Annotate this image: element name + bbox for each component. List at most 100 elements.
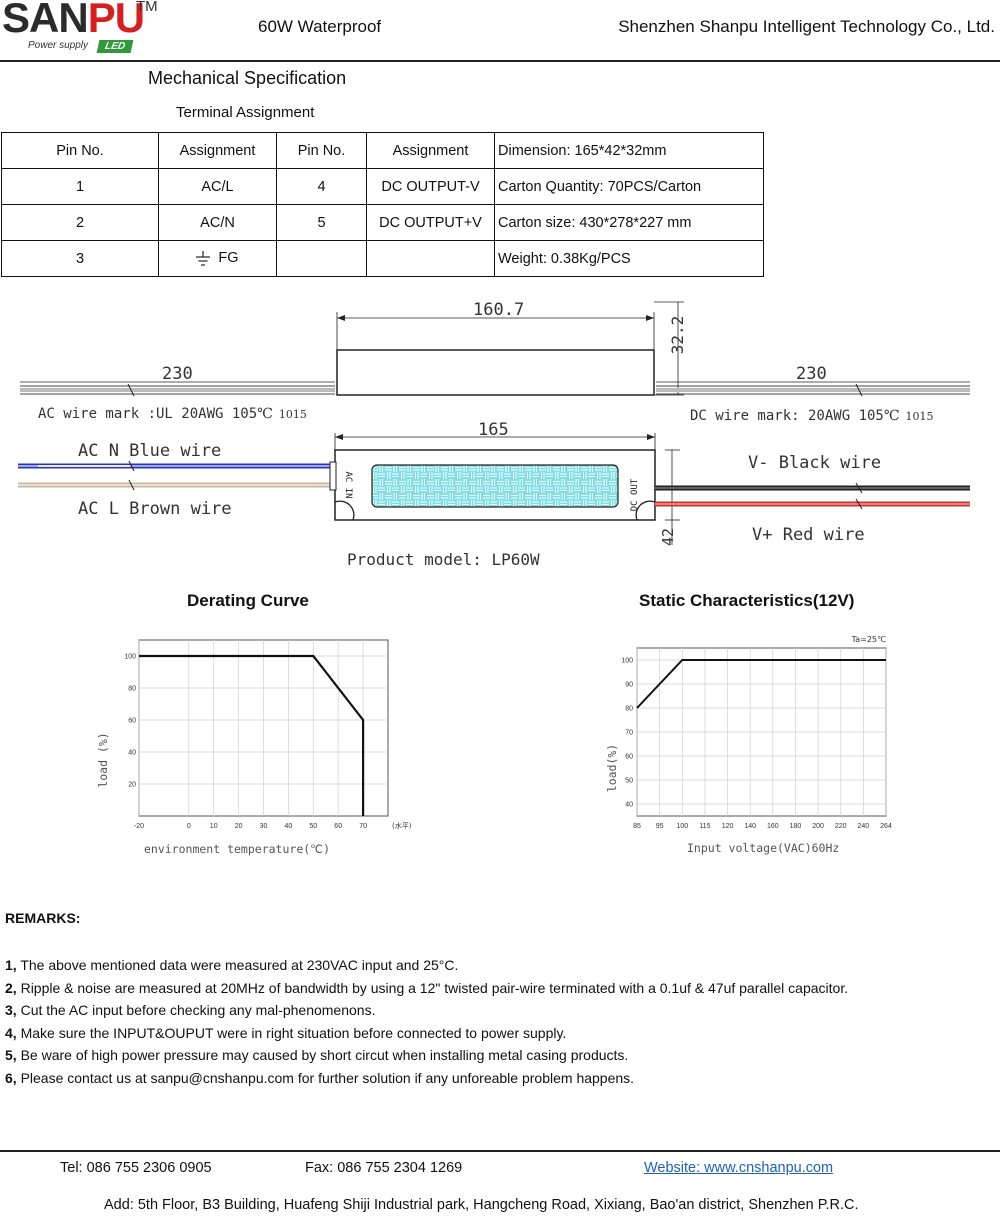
logo-wordmark: SANPU	[2, 0, 145, 41]
x-tick-label: 160	[767, 823, 779, 830]
header-divider	[0, 60, 1000, 62]
y-tick-label: 40	[625, 802, 633, 809]
remark-text: Cut the AC input before checking any mal…	[16, 1002, 376, 1018]
x-tick-label: 10	[210, 823, 218, 830]
y-tick-label: 50	[625, 778, 633, 785]
y-tick-label: 80	[625, 706, 633, 713]
mechanical-drawing: 160.7 32.2 230 AC wire mark :UL 20AWG 10…	[18, 300, 970, 569]
website-link[interactable]: Website: www.cnshanpu.com	[644, 1160, 834, 1176]
cell: AC/N	[158, 204, 277, 241]
x-tick-label: 30	[260, 823, 268, 830]
x-tick-label: 140	[744, 823, 756, 830]
remarks-list: 1, The above mentioned data were measure…	[5, 954, 848, 1089]
ac-n-label: AC N Blue wire	[78, 441, 221, 461]
ac-l-label: AC L Brown wire	[78, 499, 232, 519]
y-tick-label: 100	[621, 658, 633, 665]
static-title: Static Characteristics(12V)	[639, 591, 855, 610]
ac-in-label: AC IN	[343, 471, 353, 498]
spec-carton-quantity: Carton Quantity: 70PCS/Carton	[494, 168, 764, 205]
remark-number: 1,	[5, 957, 17, 973]
cell	[276, 240, 367, 277]
cell: DC OUTPUT-V	[366, 168, 495, 205]
header-pin-1: Pin No.	[1, 132, 159, 169]
x-tick-label: 85	[633, 823, 641, 830]
v-minus-label: V- Black wire	[748, 453, 881, 473]
x-tick-label: 180	[790, 823, 802, 830]
cell: 1	[1, 168, 159, 205]
footer-divider	[0, 1150, 1000, 1152]
x-tick-label: 240	[858, 823, 870, 830]
remark-item: 6, Please contact us at sanpu@cnshanpu.c…	[5, 1067, 848, 1090]
table-row: 1 AC/L 4 DC OUTPUT-V Carton Quantity: 70…	[1, 168, 764, 205]
terminal-table: Pin No. Assignment Pin No. Assignment Di…	[1, 132, 764, 277]
x-axis-label: environment temperature(℃)	[144, 842, 330, 856]
v-plus-label: V+ Red wire	[752, 525, 865, 545]
product-model: Product model: LP60W	[347, 550, 540, 569]
cell: DC OUTPUT+V	[366, 204, 495, 241]
x-tick-label: 20	[235, 823, 243, 830]
remark-text: Make sure the INPUT&OUPUT were in right …	[16, 1024, 567, 1041]
header-pin-2: Pin No.	[276, 132, 367, 169]
y-tick-label: 20	[128, 782, 136, 789]
spec-dimension: Dimension: 165*42*32mm	[494, 132, 764, 169]
ac-wire-length: 230	[162, 364, 193, 384]
logo-trademark: TM	[136, 0, 158, 15]
remarks-title: REMARKS:	[5, 910, 81, 926]
series-line	[636, 659, 886, 709]
dc-wire-length: 230	[796, 364, 827, 384]
spec-weight: Weight: 0.38Kg/PCS	[494, 240, 764, 277]
footer-address: Add: 5th Floor, B3 Building, Huafeng Shi…	[104, 1197, 859, 1213]
x-tick-label: 115	[699, 823, 710, 830]
cell-fg: FG	[158, 240, 277, 277]
x-tick-label: 70	[359, 823, 367, 830]
remark-item: 3, Cut the AC input before checking any …	[5, 999, 848, 1022]
top-view: 160.7 32.2 230 AC wire mark :UL 20AWG 10…	[20, 300, 970, 424]
cell: AC/L	[158, 168, 277, 205]
cell: 5	[276, 204, 367, 241]
dc-out-label: DC OUT	[630, 478, 640, 511]
x-tick-label: 100	[676, 823, 688, 830]
x-tick-label: 120	[722, 823, 734, 830]
y-tick-label: 40	[128, 750, 136, 757]
footer-tel: Tel: 086 755 2306 0905	[60, 1160, 212, 1176]
section-title: Mechanical Specification	[148, 68, 347, 88]
y-axis-label: load (%)	[96, 732, 110, 787]
table-header-row: Pin No. Assignment Pin No. Assignment Di…	[1, 132, 764, 169]
remark-number: 4,	[5, 1024, 17, 1041]
company-name: Shenzhen Shanpu Intelligent Technology C…	[618, 17, 995, 36]
x-tick-label: 95	[656, 823, 664, 830]
y-axis-label: load(%)	[605, 744, 619, 792]
remark-text: Ripple & noise are measured at 20MHz of …	[16, 979, 849, 996]
x-axis-label: Input voltage(VAC)60Hz	[687, 841, 839, 855]
table-row: 2 AC/N 5 DC OUTPUT+V Carton size: 430*27…	[1, 204, 764, 241]
y-tick-label: 60	[625, 754, 633, 761]
x-tick-label: 0	[187, 823, 191, 830]
company-logo: SANPU TM Power supply LED	[2, 0, 162, 58]
ground-icon	[196, 250, 211, 266]
remark-item: 4, Make sure the INPUT&OUPUT were in rig…	[5, 1022, 848, 1045]
terminal-title: Terminal Assignment	[176, 104, 315, 121]
cell: 4	[276, 168, 367, 205]
remark-number: 2,	[5, 979, 17, 996]
remark-item: 1, The above mentioned data were measure…	[5, 954, 848, 977]
x-unit-note: (水平)	[392, 821, 412, 830]
logo-led-badge: LED	[96, 40, 134, 53]
remark-number: 3,	[5, 1002, 17, 1018]
remark-text: The above mentioned data were measured a…	[16, 957, 459, 973]
y-tick-label: 80	[128, 686, 136, 693]
body-length-label: 165	[478, 420, 509, 440]
cell: 3	[1, 240, 159, 277]
y-tick-label: 100	[124, 654, 136, 661]
y-tick-label: 60	[128, 718, 136, 725]
remark-item: 2, Ripple & noise are measured at 20MHz …	[5, 977, 848, 1000]
x-tick-label: 40	[285, 823, 293, 830]
logo-tagline: Power supply	[28, 40, 89, 51]
x-tick-label: 50	[309, 823, 317, 830]
top-length-label: 160.7	[473, 300, 524, 320]
series-line	[139, 654, 365, 816]
ambient-annotation: Ta=25℃	[851, 635, 886, 644]
y-tick-label: 90	[625, 682, 633, 689]
